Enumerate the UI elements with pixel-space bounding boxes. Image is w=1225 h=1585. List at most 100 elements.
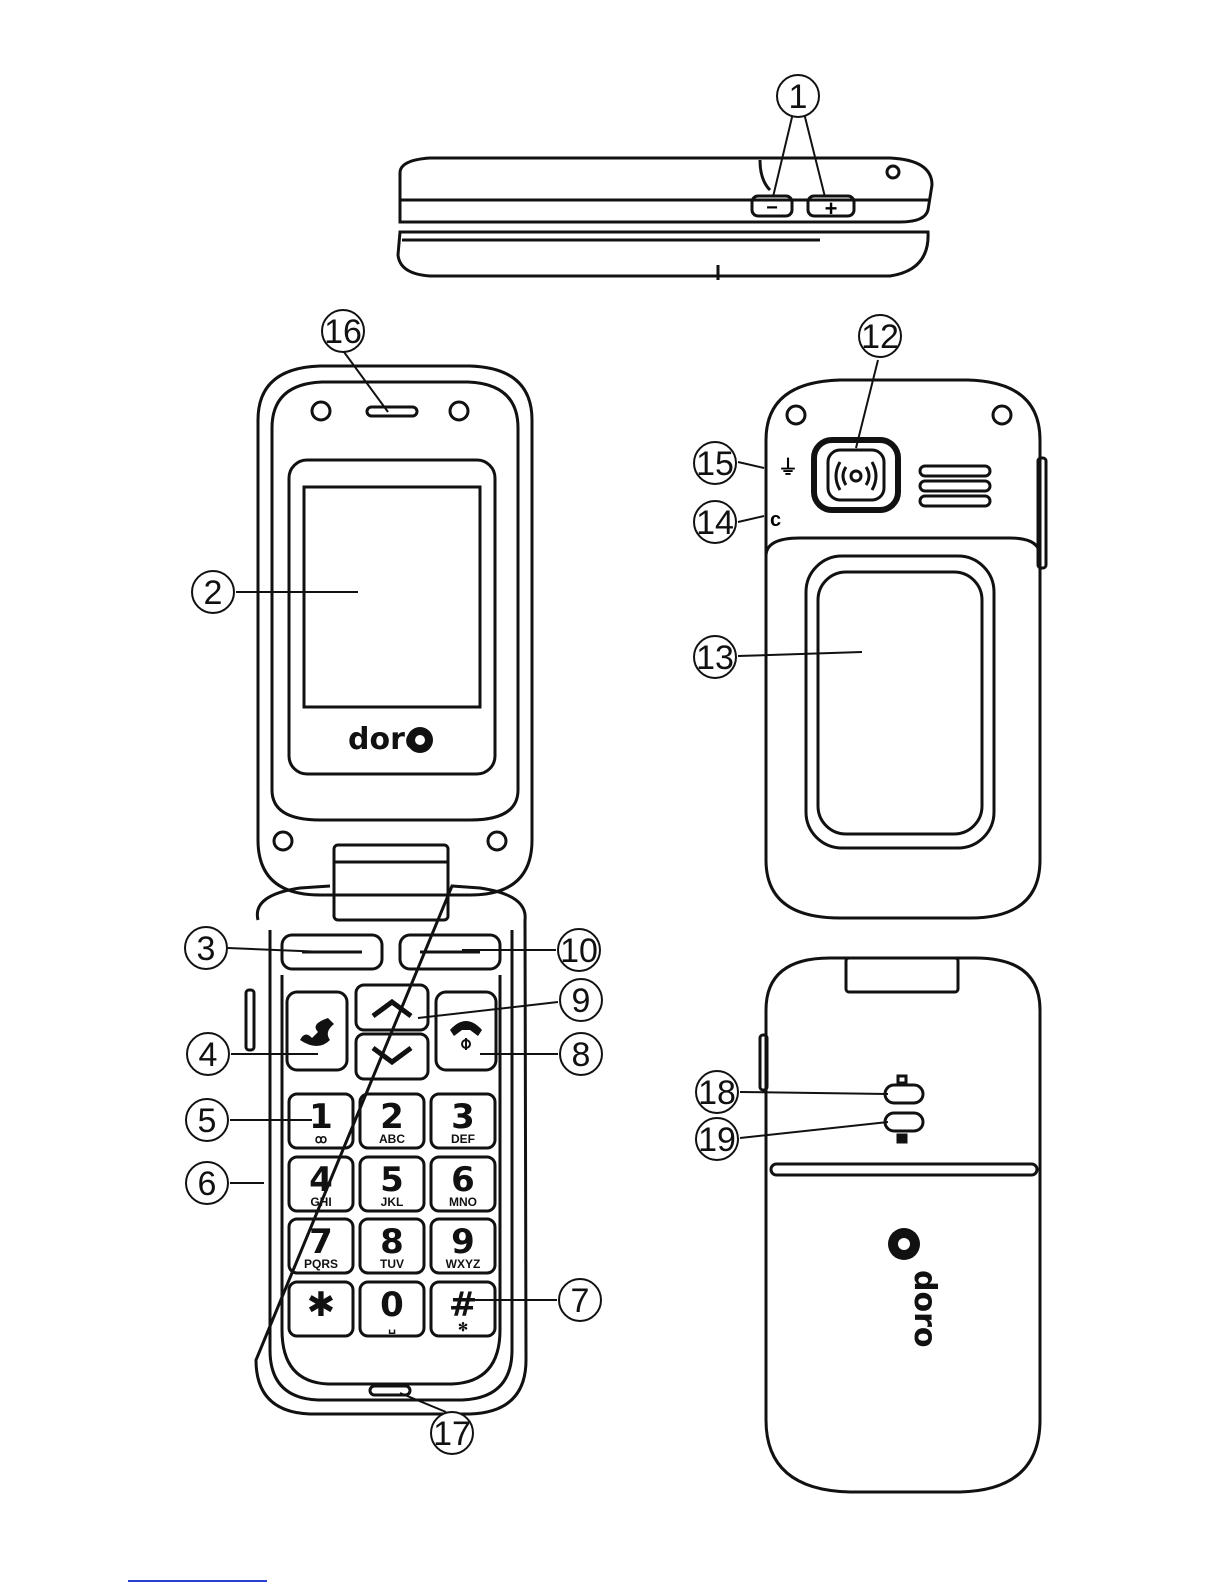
keypad: 1ꝏ2ABC3DEF4GHI5JKL6MNO7PQRS8TUV9WXYZ✱0␣#… bbox=[289, 1094, 495, 1336]
leader-15 bbox=[738, 462, 764, 468]
key-digit: 7 bbox=[309, 1222, 333, 1262]
callout-number: 14 bbox=[696, 504, 734, 542]
key-digit: 6 bbox=[451, 1160, 475, 1200]
leader-18 bbox=[740, 1092, 888, 1094]
callout-19: 19 bbox=[696, 1118, 738, 1160]
leader-lines bbox=[228, 113, 888, 1412]
screw-top-right bbox=[450, 402, 468, 420]
key-letters: DEF bbox=[451, 1132, 475, 1146]
leader-19 bbox=[740, 1122, 888, 1138]
nav-up-key bbox=[356, 985, 428, 1030]
callout-number: 1 bbox=[789, 78, 808, 116]
leader-1b bbox=[804, 113, 825, 197]
callout-number: 8 bbox=[572, 1036, 591, 1074]
callout-16: 16 bbox=[322, 310, 364, 352]
speaker-slot-3 bbox=[920, 496, 990, 506]
callout-5: 5 bbox=[186, 1099, 228, 1141]
end-key bbox=[436, 992, 496, 1070]
key-letters: WXYZ bbox=[446, 1257, 481, 1271]
leader-13 bbox=[738, 652, 862, 656]
callout-number: 4 bbox=[199, 1036, 218, 1074]
key-digit: 0 bbox=[380, 1285, 404, 1325]
leader-3 bbox=[228, 948, 325, 952]
key-digit: 2 bbox=[380, 1097, 404, 1137]
back-top-view bbox=[766, 380, 1046, 918]
volume-plus-glyph: + bbox=[825, 196, 838, 221]
key-11[interactable]: 0␣ bbox=[360, 1282, 424, 1336]
callout-number: 6 bbox=[198, 1165, 217, 1203]
key-digit: 9 bbox=[451, 1222, 475, 1262]
key-12[interactable]: #✻ bbox=[431, 1282, 495, 1336]
key-letters: JKL bbox=[381, 1195, 404, 1209]
callout-3: 3 bbox=[185, 927, 227, 969]
callout-number: 19 bbox=[698, 1121, 736, 1159]
key-letters: ✻ bbox=[458, 1320, 468, 1334]
battery-cover bbox=[806, 556, 994, 848]
callout-18: 18 bbox=[696, 1071, 738, 1113]
key-letters: ꝏ bbox=[315, 1132, 327, 1146]
callout-number: 16 bbox=[324, 313, 362, 351]
callout-1: 1 bbox=[777, 75, 819, 117]
screw-bottom-right bbox=[488, 832, 506, 850]
callout-12: 12 bbox=[859, 315, 901, 357]
key-letters: ABC bbox=[379, 1132, 405, 1146]
leader-14 bbox=[738, 516, 764, 522]
speaker-slot-2 bbox=[920, 481, 990, 491]
key-digit: ✱ bbox=[307, 1285, 336, 1325]
callout-4: 4 bbox=[187, 1033, 229, 1075]
key-digit: # bbox=[449, 1285, 478, 1325]
callout-15: 15 bbox=[694, 442, 736, 484]
led-upper bbox=[885, 1085, 923, 1103]
key-letters: PQRS bbox=[304, 1257, 338, 1271]
callout-6: 6 bbox=[186, 1162, 228, 1204]
key-10[interactable]: ✱ bbox=[289, 1282, 353, 1336]
leader-1a bbox=[773, 113, 793, 197]
back-hinge bbox=[846, 958, 958, 992]
callout-number: 2 bbox=[204, 574, 223, 612]
key-digit: 1 bbox=[309, 1097, 333, 1137]
callout-number: 10 bbox=[560, 932, 598, 970]
screw-top-left bbox=[312, 402, 330, 420]
key-digit: 3 bbox=[451, 1097, 475, 1137]
speaker-slot-1 bbox=[920, 466, 990, 476]
callout-number: 5 bbox=[198, 1102, 217, 1140]
led-lower bbox=[885, 1113, 923, 1131]
callout-7: 7 bbox=[559, 1279, 601, 1321]
callout-8: 8 bbox=[560, 1033, 602, 1075]
call-key bbox=[287, 992, 347, 1070]
battery-cover-inner bbox=[818, 572, 982, 834]
callout-2: 2 bbox=[192, 571, 234, 613]
screw-back-right bbox=[993, 406, 1011, 424]
callout-number: 17 bbox=[433, 1415, 471, 1453]
back-logo: doro bbox=[888, 1228, 942, 1348]
callout-9: 9 bbox=[560, 979, 602, 1021]
key-digit: 5 bbox=[380, 1160, 404, 1200]
callout-number: 7 bbox=[571, 1282, 590, 1320]
leader-9 bbox=[418, 1002, 558, 1018]
callout-number: 12 bbox=[861, 318, 899, 356]
screw-bottom-left bbox=[274, 832, 292, 850]
key-digit: 8 bbox=[380, 1222, 404, 1262]
phone-handset-icon bbox=[300, 1018, 334, 1046]
callout-number: 15 bbox=[696, 445, 734, 483]
callout-14: 14 bbox=[694, 501, 736, 543]
callout-17: 17 bbox=[431, 1412, 473, 1454]
hang-up-icon bbox=[450, 1021, 482, 1050]
callout-13: 13 bbox=[694, 636, 736, 678]
callout-number: 3 bbox=[197, 930, 216, 968]
callout-number: 13 bbox=[696, 639, 734, 677]
charger-socket-icon: ⏚ bbox=[778, 456, 798, 479]
side-view bbox=[398, 158, 932, 280]
callout-number: 9 bbox=[572, 982, 591, 1020]
lanyard-mark: c bbox=[770, 509, 781, 531]
earpiece bbox=[367, 407, 417, 416]
